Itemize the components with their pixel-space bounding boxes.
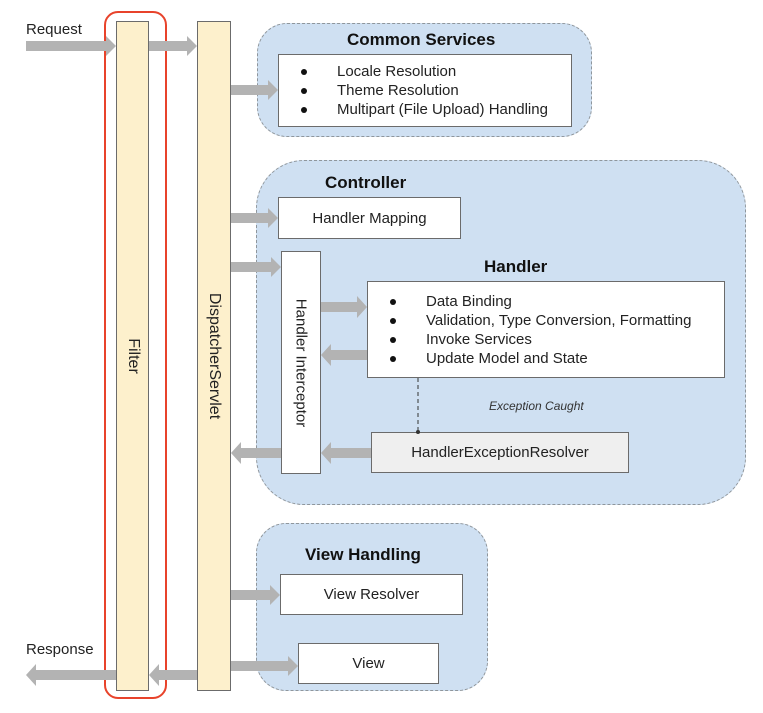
response-label: Response: [26, 641, 94, 658]
handler-interceptor-label: Handler Interceptor: [292, 298, 310, 427]
handler-interceptor-box[interactable]: Handler Interceptor: [281, 251, 321, 474]
common-services-list: Locale Resolution Theme Resolution Multi…: [279, 62, 548, 119]
common-service-item: Theme Resolution: [279, 81, 548, 100]
handler-item: Update Model and State: [368, 349, 691, 368]
common-service-item: Multipart (File Upload) Handling: [279, 100, 548, 119]
dispatcher-servlet-pillar[interactable]: DispatcherServlet: [197, 21, 231, 691]
handler-title: Handler: [484, 257, 548, 276]
common-services-box[interactable]: Locale Resolution Theme Resolution Multi…: [278, 54, 572, 127]
handler-item: Data Binding: [368, 292, 691, 311]
dispatcher-servlet-label: DispatcherServlet: [206, 292, 223, 420]
view-resolver-box[interactable]: View Resolver: [280, 574, 463, 615]
view-handling-title: View Handling: [305, 545, 421, 564]
handler-item: Validation, Type Conversion, Formatting: [368, 311, 691, 330]
filter-highlight-outline: [104, 11, 167, 699]
handler-mapping-box[interactable]: Handler Mapping: [278, 197, 461, 239]
response-arrow: [26, 664, 116, 686]
exception-caught-label: Exception Caught: [489, 399, 584, 413]
handler-box[interactable]: Data Binding Validation, Type Conversion…: [367, 281, 725, 378]
handler-exception-resolver-box[interactable]: HandlerExceptionResolver: [371, 432, 629, 473]
controller-title: Controller: [325, 173, 407, 192]
filter-pillar[interactable]: Filter: [116, 21, 149, 691]
request-arrow: [26, 36, 116, 56]
handler-item: Invoke Services: [368, 330, 691, 349]
common-services-title: Common Services: [347, 30, 496, 49]
handler-list: Data Binding Validation, Type Conversion…: [368, 292, 691, 368]
request-label: Request: [26, 21, 82, 38]
view-box[interactable]: View: [298, 643, 439, 684]
common-service-item: Locale Resolution: [279, 62, 548, 81]
